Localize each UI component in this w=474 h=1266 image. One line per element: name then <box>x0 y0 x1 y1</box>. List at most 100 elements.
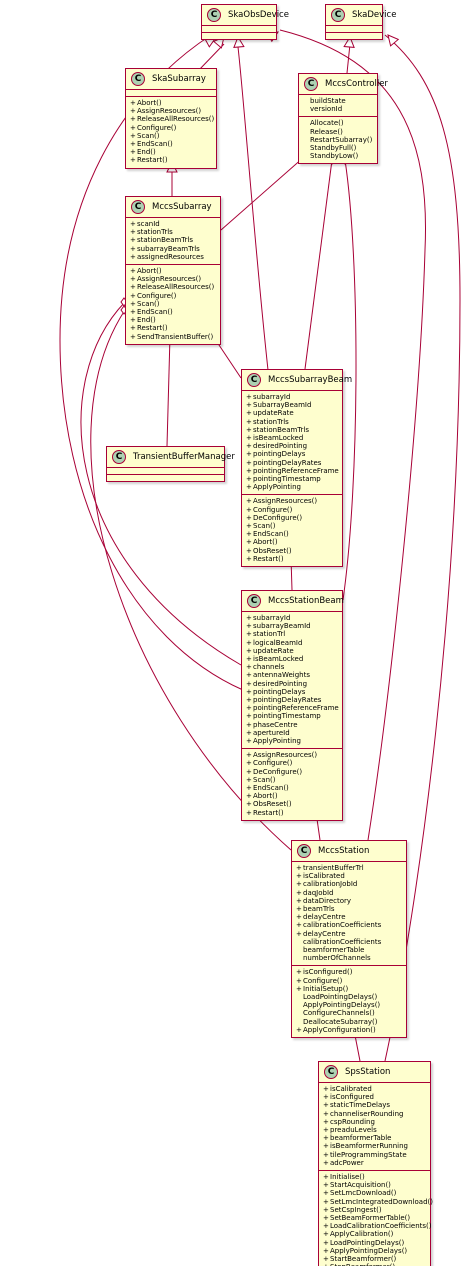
member-name: StartBeamformer() <box>330 1255 397 1264</box>
aggregation-line <box>220 149 313 231</box>
class-name: MccsStationBeam <box>268 596 344 606</box>
member-name: isConfigured <box>330 1093 374 1102</box>
class-field: +apertureId <box>246 729 338 737</box>
visibility-marker: + <box>130 299 136 308</box>
visibility-marker: + <box>323 1085 329 1093</box>
class-method: +End() <box>130 316 216 324</box>
class-field: buildState <box>303 97 373 105</box>
class-methods-section <box>326 32 382 39</box>
aggregation-line <box>80 301 242 666</box>
class-stereotype-icon: C <box>247 373 261 387</box>
visibility-marker: + <box>130 275 136 284</box>
visibility-marker: + <box>296 968 302 977</box>
visibility-marker: + <box>323 1214 329 1223</box>
class-field: +daqJobId <box>296 889 402 897</box>
visibility-marker: + <box>246 720 252 729</box>
member-name: ApplyConfiguration() <box>303 1025 376 1034</box>
visibility-marker: + <box>246 775 252 784</box>
visibility-marker: + <box>296 913 302 922</box>
class-field: +isBeamLocked <box>246 655 338 663</box>
visibility-marker: + <box>246 417 252 426</box>
visibility-marker: + <box>130 291 136 300</box>
member-name: AssignResources() <box>253 497 318 506</box>
visibility-marker: + <box>246 646 252 655</box>
class-fields-section: +isCalibrated+isConfigured+staticTimeDel… <box>319 1082 430 1170</box>
class-method: +Configure() <box>130 124 212 132</box>
member-name: logicalBeamId <box>253 638 303 647</box>
class-method: +Abort() <box>246 538 338 546</box>
class-field: +logicalBeamId <box>246 639 338 647</box>
member-name: subarrayBeamId <box>253 622 311 631</box>
class-fields-section <box>126 89 216 96</box>
member-name: calibrationCoefficients <box>303 937 382 946</box>
visibility-marker: + <box>246 450 252 459</box>
class-field: +calibrationJobId <box>296 880 402 888</box>
class-name: SkaSubarray <box>152 74 206 84</box>
member-name: stationTrl <box>253 630 286 639</box>
class-method: +Restart() <box>130 324 216 332</box>
member-name: Configure() <box>137 291 177 300</box>
class-field: +tileProgrammingState <box>323 1151 426 1159</box>
member-name: ApplyPointing <box>253 737 301 746</box>
visibility-marker: + <box>323 1255 329 1264</box>
class-fields-section: +subarrayId+SubarrayBeamId+updateRate+st… <box>242 390 342 494</box>
member-name: StandbyLow() <box>310 152 359 161</box>
visibility-marker: + <box>246 505 252 514</box>
member-name: DeConfigure() <box>253 513 303 522</box>
visibility-marker: + <box>296 872 302 881</box>
class-method: +Restart() <box>246 555 338 563</box>
visibility-marker: + <box>323 1189 329 1198</box>
class-fields-section: +subarrayId+subarrayBeamId+stationTrl+lo… <box>242 611 342 748</box>
member-name: Scan() <box>253 775 276 784</box>
class-field: +assignedResources <box>130 253 216 261</box>
class-method: +DeConfigure() <box>246 514 338 522</box>
visibility-marker: + <box>296 864 302 872</box>
class-method: StandbyFull() <box>303 144 373 152</box>
aggregation-line <box>304 159 333 370</box>
member-name: pointingTimestamp <box>253 475 321 484</box>
visibility-marker: + <box>130 148 136 157</box>
class-field: +staticTimeDelays <box>323 1101 426 1109</box>
member-name: SetCspIngest() <box>330 1205 382 1214</box>
class-method: +EndScan() <box>246 530 338 538</box>
member-name: subarrayBeamTrls <box>137 244 200 253</box>
member-name: SetLmcIntegratedDownload() <box>330 1197 433 1206</box>
visibility-marker: + <box>323 1117 329 1126</box>
class-stereotype-icon: C <box>131 200 145 214</box>
member-name: ApplyCalibration() <box>330 1230 394 1239</box>
class-field: +pointingDelayRates <box>246 696 338 704</box>
visibility-marker: + <box>246 808 252 817</box>
class-method: +SetLmcIntegratedDownload() <box>323 1198 433 1206</box>
visibility-marker: + <box>246 728 252 737</box>
class-method: ApplyPointingDelays() <box>296 1001 402 1009</box>
class-field: +stationTrls <box>130 228 216 236</box>
class-method: +Abort() <box>130 99 212 107</box>
visibility-marker: + <box>323 1205 329 1214</box>
member-name: EndScan() <box>253 784 289 793</box>
member-name: stationBeamTrls <box>253 425 310 434</box>
visibility-marker: + <box>246 614 252 622</box>
member-name: subarrayId <box>253 393 291 401</box>
visibility-marker: + <box>130 236 136 245</box>
class-fields-section <box>326 25 382 32</box>
class-fields-section <box>107 467 224 474</box>
visibility-marker: + <box>130 131 136 140</box>
